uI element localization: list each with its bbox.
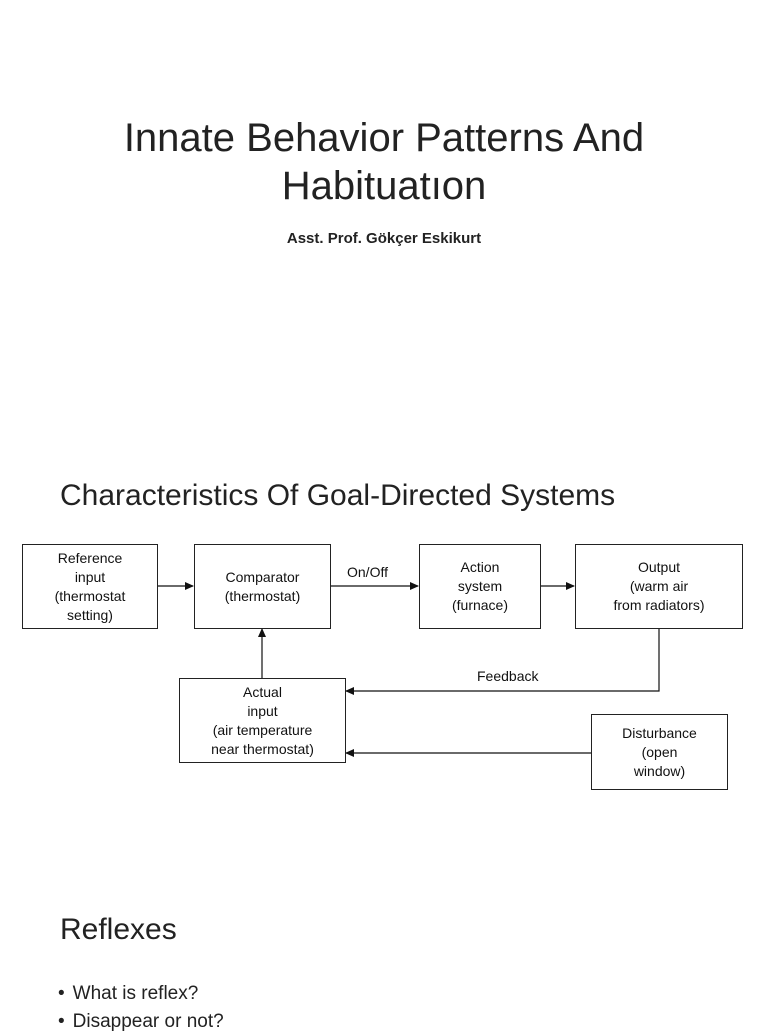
bullet-list: What is reflex? Disappear or not? xyxy=(58,980,224,1036)
slide-subtitle: Asst. Prof. Gökçer Eskikurt xyxy=(286,230,482,247)
goal-directed-systems-slide: Characteristics Of Goal-Directed Systems… xyxy=(0,448,768,858)
title-slide: Innate Behavior Patterns And Habituatıon… xyxy=(0,0,768,448)
comparator-box: Comparator (thermostat) xyxy=(194,544,331,629)
action-system-box: Action system (furnace) xyxy=(419,544,541,629)
disturbance-box: Disturbance (open window) xyxy=(591,714,728,790)
slide-heading: Characteristics Of Goal-Directed Systems xyxy=(60,479,616,512)
comparator-label: Comparator (thermostat) xyxy=(224,568,301,604)
reference-input-label: Reference input (thermostat setting) xyxy=(54,549,126,623)
bullet-item: What is reflex? xyxy=(58,980,224,1008)
slide-heading: Reflexes xyxy=(60,913,177,946)
slide-title: Innate Behavior Patterns And Habituatıon xyxy=(123,116,645,208)
reflexes-slide: Reflexes What is reflex? Disappear or no… xyxy=(0,858,768,1032)
diagram-arrows xyxy=(158,582,660,757)
disturbance-label: Disturbance (open window) xyxy=(622,724,697,779)
on-off-label: On/Off xyxy=(347,564,388,580)
action-system-label: Action system (furnace) xyxy=(451,559,509,613)
output-label: Output (warm air from radiators) xyxy=(613,559,705,613)
output-box: Output (warm air from radiators) xyxy=(575,544,743,629)
feedback-label: Feedback xyxy=(477,668,539,684)
actual-input-box: Actual input (air temperature near therm… xyxy=(179,678,346,763)
reference-input-box: Reference input (thermostat setting) xyxy=(22,544,158,629)
arrow-feedback xyxy=(345,628,660,695)
bullet-item: Disappear or not? xyxy=(58,1008,224,1036)
actual-input-label: Actual input (air temperature near therm… xyxy=(211,683,314,757)
